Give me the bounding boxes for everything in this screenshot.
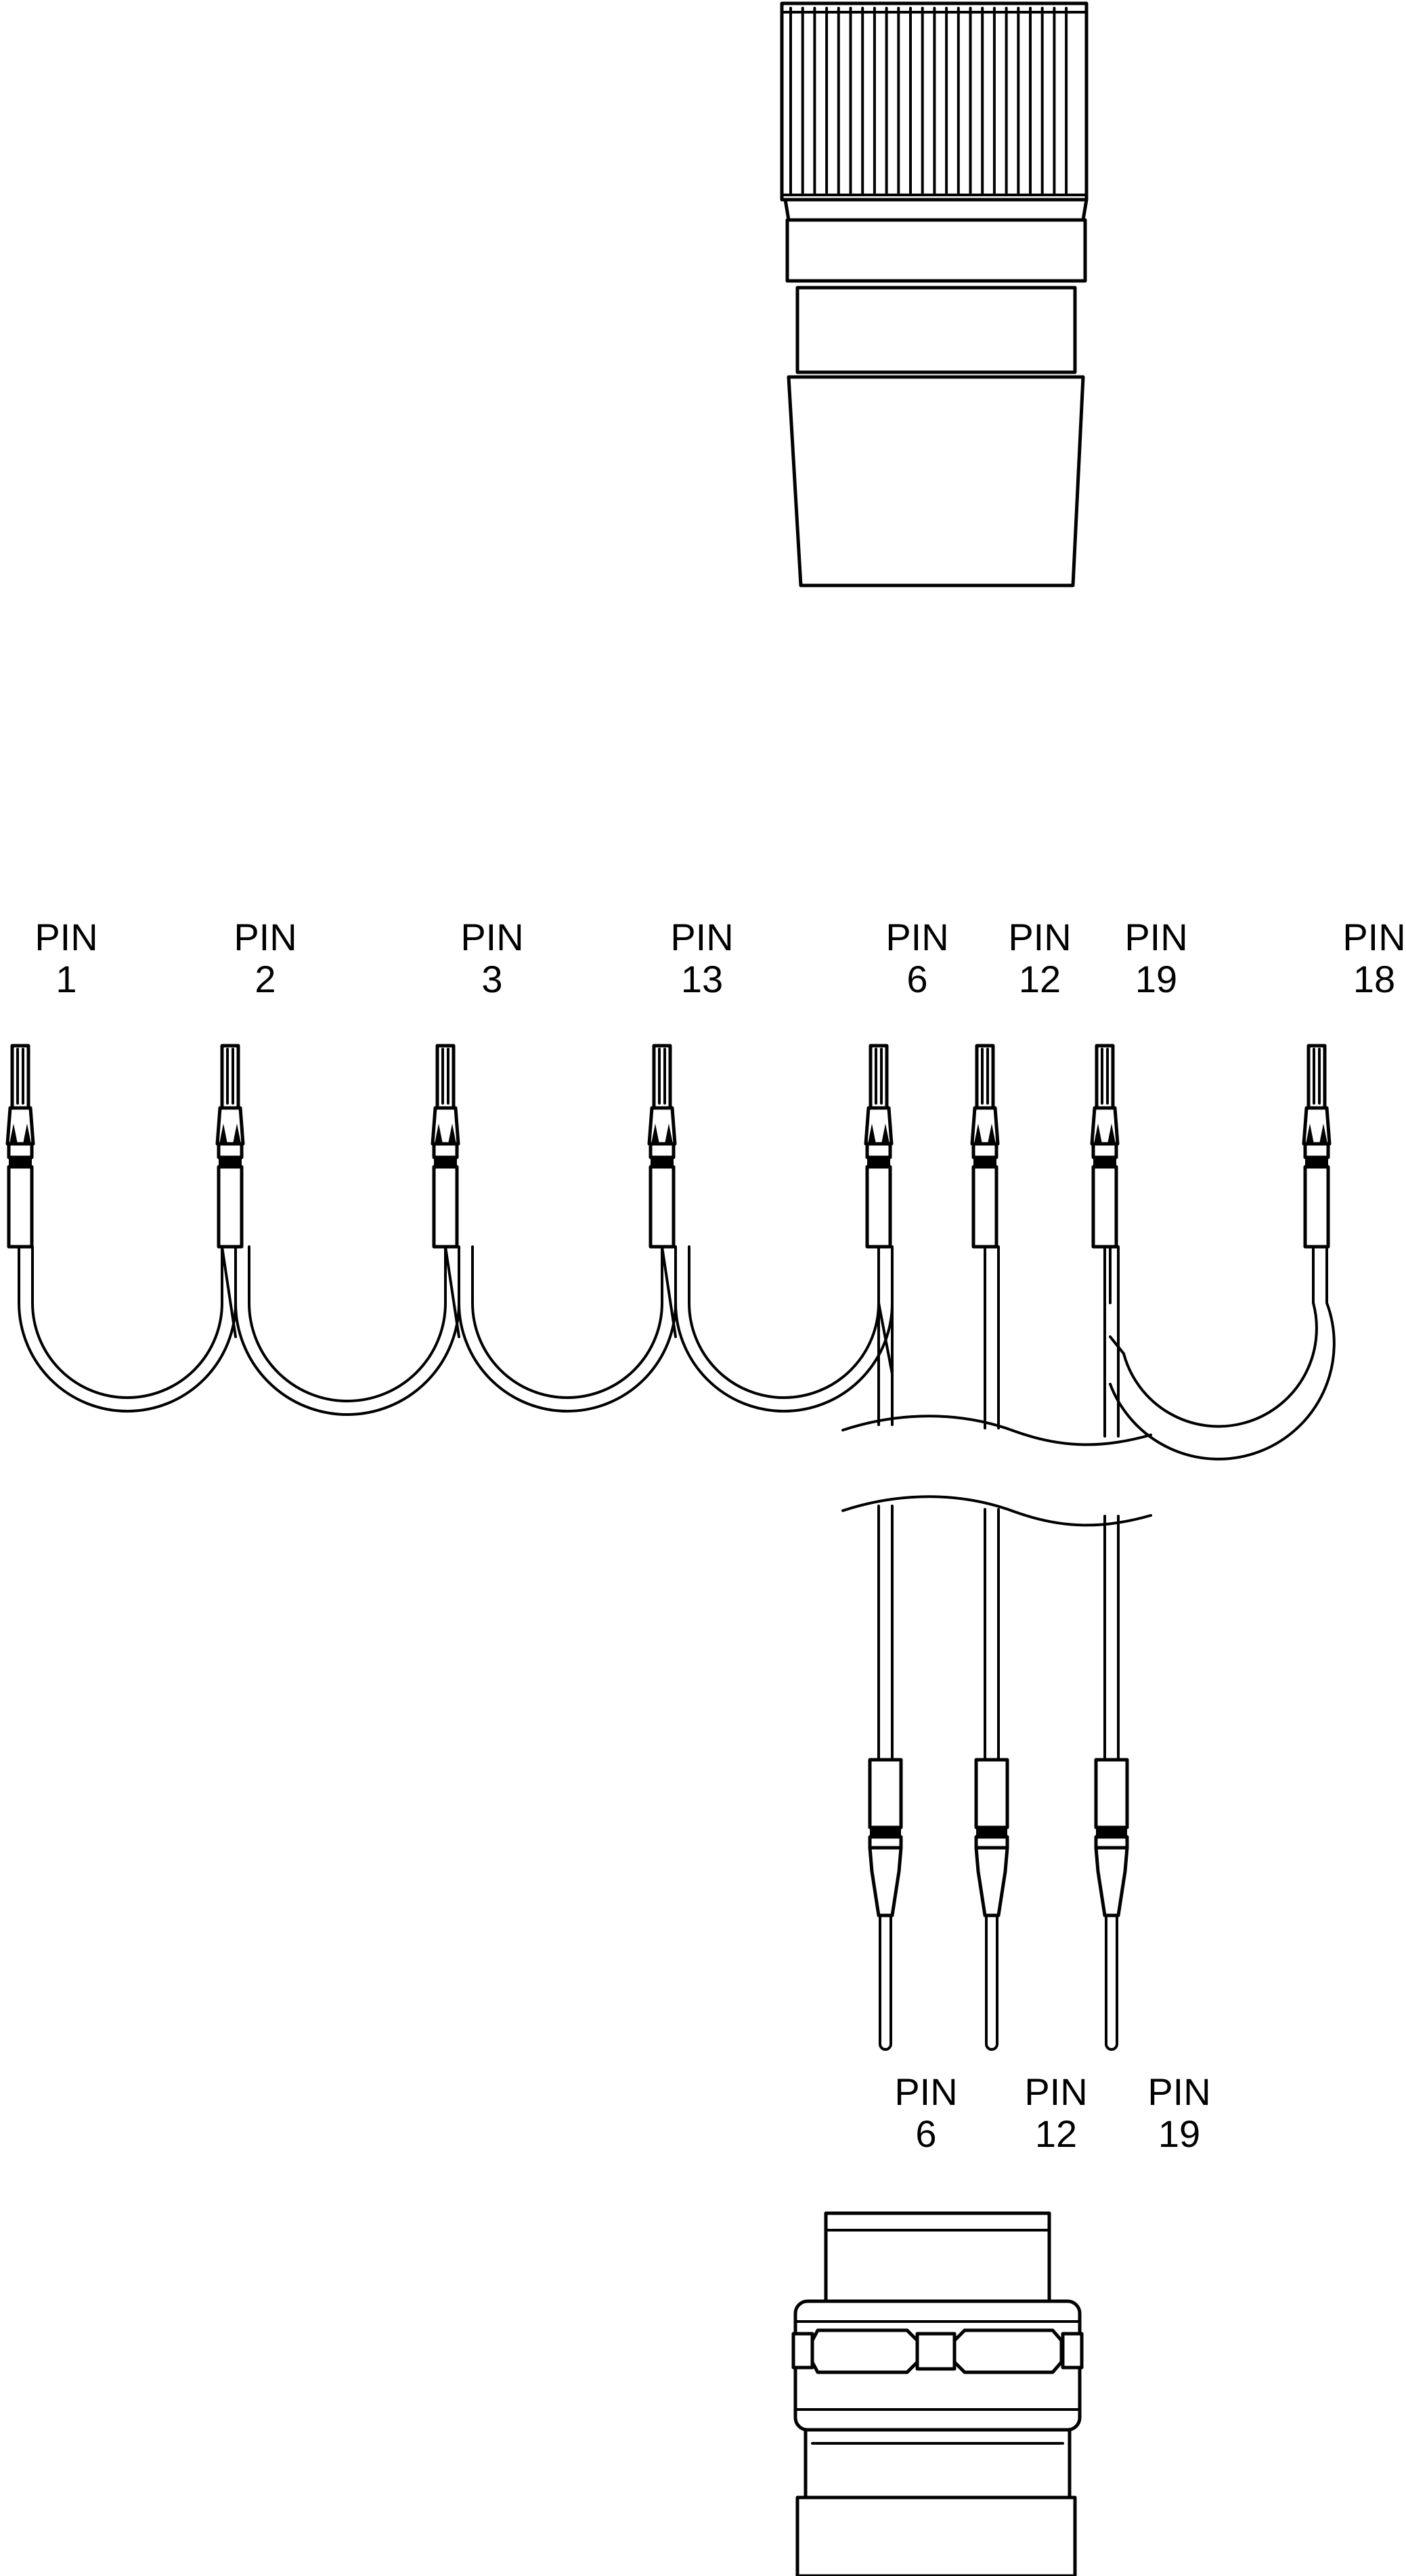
pin-contact [215, 1044, 245, 1249]
long-wires [841, 1245, 1152, 1771]
bottom-connector-shell [824, 2211, 1051, 2303]
bottom-connector-body [804, 2428, 1072, 2500]
pin-label-18-word: PIN [1342, 916, 1405, 958]
bottom-connector-hex-right [952, 2328, 1063, 2374]
top-connector [780, 1, 1089, 587]
pin-label-19-word: PIN [1124, 916, 1187, 958]
pin-label-18-number: 18 [1353, 958, 1395, 1000]
socket-contact [974, 1758, 1009, 2051]
top-pin-labels: PIN 1 PIN 2 PIN 3 PIN 13 PIN 6 PIN 12 PI… [35, 916, 1405, 1000]
jumper-loop-inner [31, 1245, 1318, 1428]
pin-label-1-word: PIN [35, 916, 97, 958]
pin-contact [864, 1044, 894, 1249]
wire-pin-12 [984, 1245, 1000, 1771]
bottom-pin-label-12-word: PIN [1024, 2070, 1087, 2113]
wire-pin-6 [877, 1245, 894, 1771]
bottom-pin-label-19-word: PIN [1147, 2070, 1210, 2113]
bottom-connector-base [795, 2495, 1077, 2576]
pin-label-13-word: PIN [670, 916, 733, 958]
bottom-connector [791, 2211, 1084, 2576]
pin-label-19-number: 19 [1135, 958, 1177, 1000]
bottom-connector-nut-right [1061, 2332, 1084, 2370]
top-connector-boot [787, 375, 1085, 587]
bottom-pin-label-19-number: 19 [1158, 2112, 1200, 2155]
pin-contact [1090, 1044, 1120, 1249]
pin-label-3-number: 3 [481, 958, 502, 1000]
bottom-pin-label-12-number: 12 [1035, 2112, 1077, 2155]
bottom-connector-hex-left [810, 2328, 919, 2374]
pin-label-13-number: 13 [681, 958, 723, 1000]
pin-label-6-word: PIN [885, 916, 948, 958]
pin-contact [5, 1044, 35, 1249]
socket-contact [868, 1758, 903, 2051]
wire-pin-19 [1103, 1245, 1120, 1771]
pin-label-1-number: 1 [56, 958, 76, 1000]
pin-contact [970, 1044, 1000, 1249]
bottom-pin-label-6-number: 6 [915, 2112, 936, 2155]
pin-label-2-number: 2 [255, 958, 276, 1000]
pin-label-12-number: 12 [1019, 958, 1061, 1000]
pin-label-3-word: PIN [460, 916, 523, 958]
bottom-pin-label-6-word: PIN [894, 2070, 957, 2113]
bottom-connector-nut-left [791, 2332, 814, 2370]
pin-contact [1302, 1044, 1332, 1249]
pin-label-2-word: PIN [234, 916, 296, 958]
pin-label-12-word: PIN [1008, 916, 1071, 958]
top-pin-contacts [5, 1044, 1332, 1249]
bottom-connector-hex-center [915, 2332, 957, 2371]
pin-contact [647, 1044, 677, 1249]
bottom-socket-contacts [868, 1758, 1129, 2051]
top-connector-ring [795, 286, 1077, 374]
knurl-edge [781, 11, 1088, 196]
pin-contact [431, 1044, 460, 1249]
jumper-wires [18, 1245, 1336, 1461]
pin-label-6-number: 6 [906, 958, 927, 1000]
jumper-loop-outer [18, 1245, 1336, 1461]
socket-contact [1094, 1758, 1129, 2051]
break-line-upper [841, 1415, 1152, 1446]
knurl-ridges [781, 7, 1088, 196]
bottom-pin-labels: PIN 6 PIN 12 PIN 19 [894, 2070, 1210, 2155]
top-connector-collar [785, 218, 1087, 283]
break-line-lower [841, 1495, 1152, 1527]
